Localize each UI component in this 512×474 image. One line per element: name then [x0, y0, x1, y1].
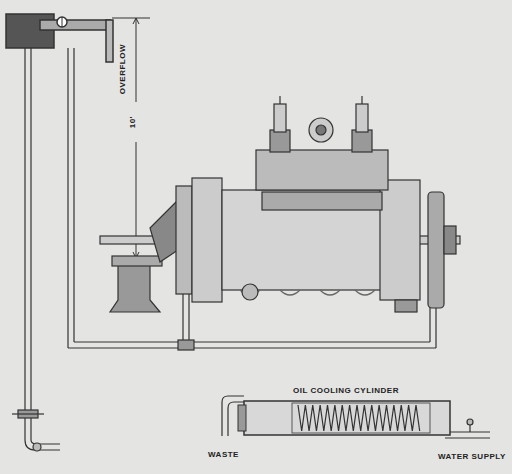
cylinder-outline — [236, 399, 456, 439]
coil-frame — [292, 403, 430, 433]
pipe-label: OVERFLOW — [118, 44, 127, 94]
cooling-cylinder: OIL COOLING CYLINDER — [236, 386, 456, 439]
cooler-pipes — [222, 396, 490, 438]
cylinder-shell — [244, 401, 450, 435]
dimension-label: 10' — [128, 116, 137, 128]
dimension-line — [112, 18, 150, 258]
pipe-label: WATER SUPPLY — [438, 452, 506, 461]
cooling-coil — [298, 405, 420, 431]
compressor — [100, 96, 460, 312]
cylinder-end — [238, 405, 246, 431]
water-tank — [6, 14, 113, 62]
pipe-label: WASTE — [208, 450, 239, 459]
part-heading: OIL COOLING CYLINDER — [236, 386, 456, 395]
